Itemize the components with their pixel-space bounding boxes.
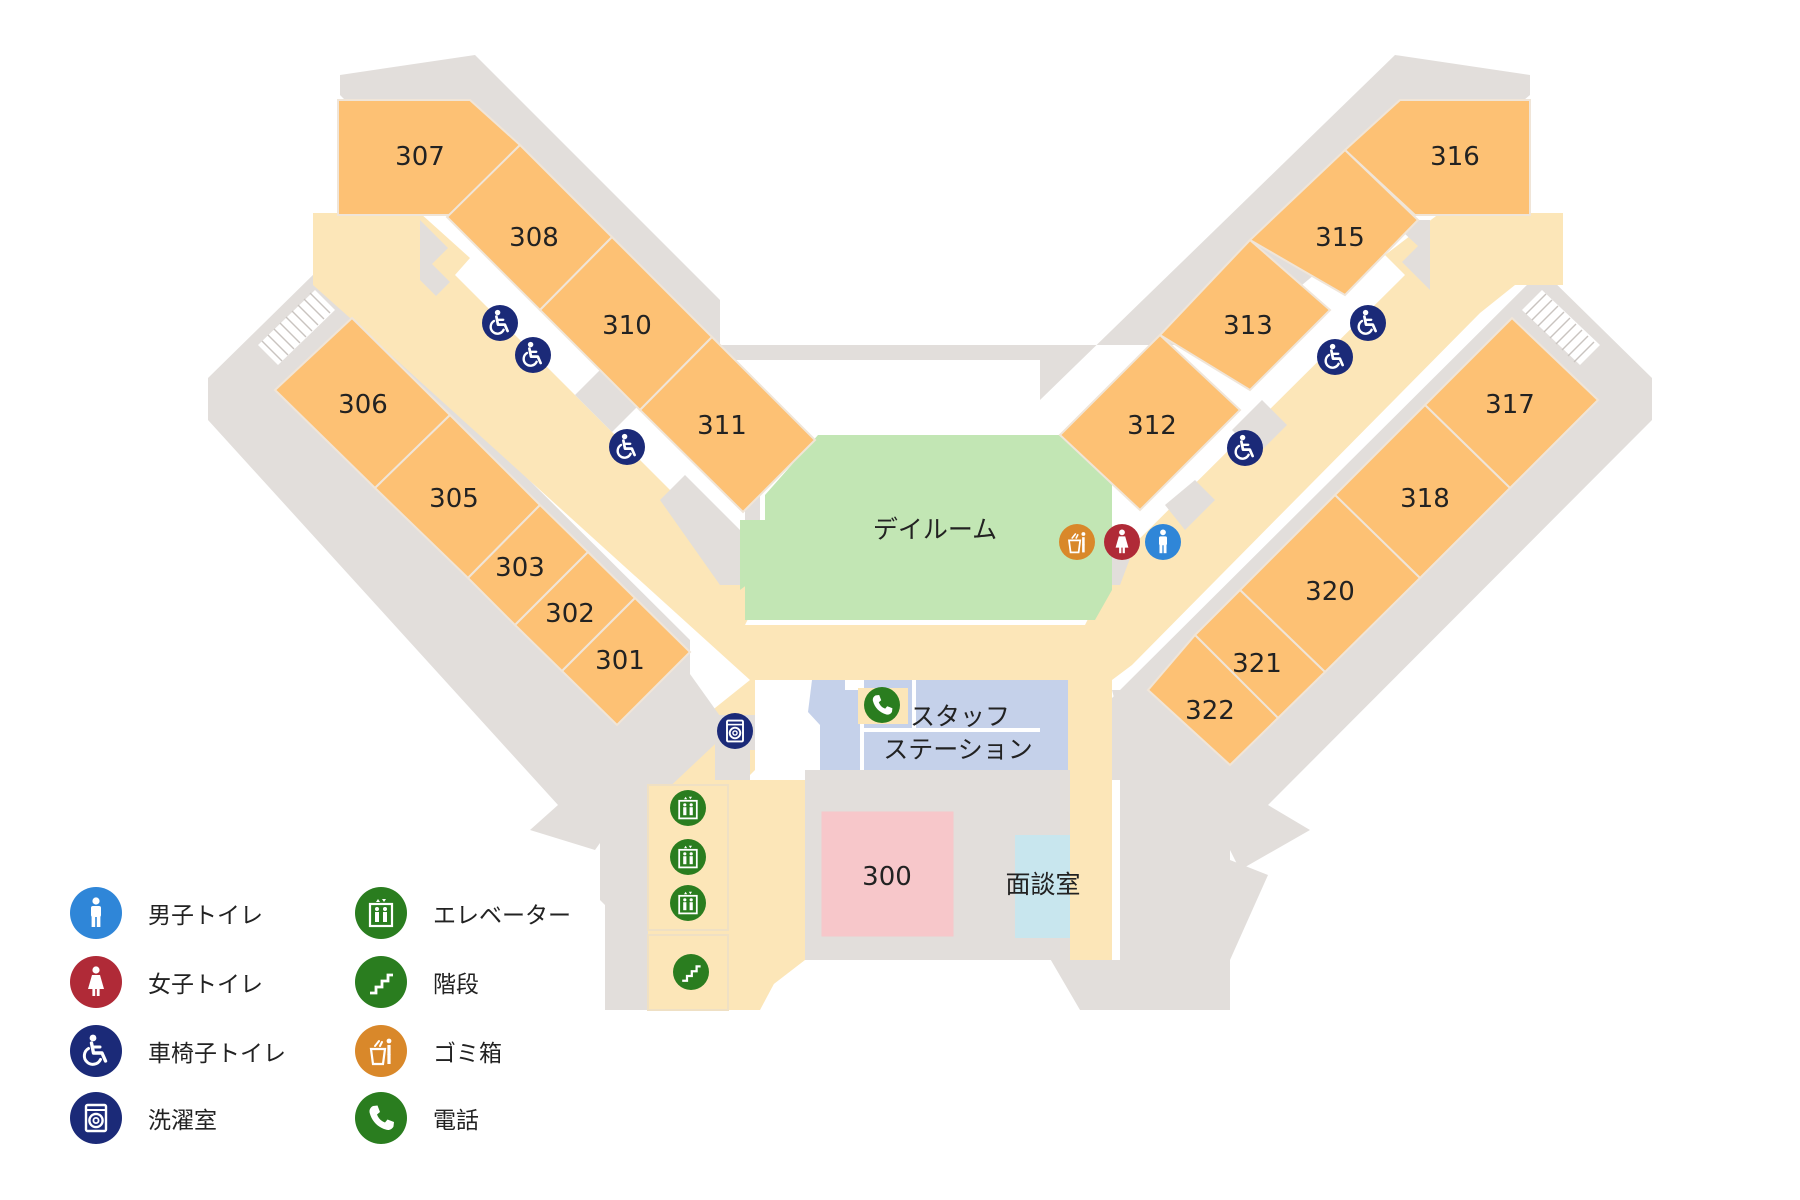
male-toilet-icon (70, 887, 122, 939)
legend-label-wheelchair-toilet: 車椅子トイレ (148, 1041, 286, 1067)
room-303[interactable]: 303 (466, 503, 590, 627)
room-307[interactable]: 307 (337, 99, 522, 216)
wheelchair-icon[interactable] (1317, 339, 1353, 375)
female-toilet-icon (70, 956, 122, 1008)
room-308-label: 308 (509, 223, 559, 253)
phone-icon[interactable] (864, 687, 900, 723)
legend-label-male-toilet: 男子トイレ (148, 903, 263, 929)
trash-icon[interactable] (1059, 524, 1095, 560)
legend-label-trash: ゴミ箱 (433, 1041, 502, 1067)
wheelchair-icon[interactable] (1227, 430, 1263, 466)
room-311[interactable]: 311 (638, 335, 817, 514)
room-301[interactable]: 301 (560, 596, 692, 727)
room-301-label: 301 (595, 646, 645, 676)
map-icons (482, 305, 1386, 990)
laundry-icon[interactable] (717, 713, 753, 749)
staff-station[interactable]: スタッフ ステーション (808, 680, 1068, 770)
legend-item-laundry: 洗濯室 (70, 1092, 217, 1144)
stairs-icon[interactable] (673, 954, 709, 990)
room-316-label: 316 (1430, 142, 1480, 172)
room-315-label: 315 (1315, 223, 1365, 253)
legend-label-female-toilet: 女子トイレ (148, 972, 263, 998)
room-320-label: 320 (1305, 577, 1355, 607)
room-303-label: 303 (495, 553, 545, 583)
room-308[interactable]: 308 (445, 143, 614, 312)
room-302[interactable]: 302 (513, 550, 637, 673)
patient-rooms: 307 308 310 311 306 305 303 302 (273, 99, 1600, 767)
room-317-label: 317 (1485, 390, 1535, 420)
legend-item-male-toilet: 男子トイレ (70, 887, 263, 939)
legend: 男子トイレ 女子トイレ 車椅子トイレ 洗濯室 エレベーター 階段 ゴミ箱 (70, 875, 630, 1175)
elevator-icon[interactable] (670, 885, 706, 921)
room-317[interactable]: 317 (1423, 316, 1600, 490)
day-room[interactable]: デイルーム (740, 435, 1112, 620)
legend-item-trash: ゴミ箱 (355, 1025, 502, 1077)
room-313[interactable]: 313 (1158, 238, 1332, 392)
legend-label-stairs: 階段 (433, 972, 479, 998)
phone-icon (355, 1092, 407, 1144)
wheelchair-icon[interactable] (609, 429, 645, 465)
legend-item-phone: 電話 (355, 1092, 479, 1144)
legend-label-elevator: エレベーター (433, 903, 571, 929)
room-307-label: 307 (395, 142, 445, 172)
room-312[interactable]: 312 (1058, 333, 1242, 512)
female-toilet-icon[interactable] (1104, 524, 1140, 560)
stairs-icon (355, 956, 407, 1008)
wheelchair-icon[interactable] (1350, 305, 1386, 341)
day-room-label: デイルーム (873, 515, 997, 544)
interview-room[interactable]: 面談室 (1005, 835, 1081, 938)
elevator-icon[interactable] (670, 790, 706, 826)
legend-label-phone: 電話 (433, 1108, 479, 1134)
room-321-label: 321 (1232, 649, 1282, 679)
room-316[interactable]: 316 (1343, 99, 1531, 216)
laundry-icon (70, 1092, 122, 1144)
room-306-label: 306 (338, 390, 388, 420)
room-315[interactable]: 315 (1248, 148, 1420, 297)
room-322[interactable]: 322 (1146, 633, 1280, 767)
wheelchair-icon[interactable] (515, 337, 551, 373)
wheelchair-icon[interactable] (482, 305, 518, 341)
room-311-label: 311 (697, 411, 747, 441)
wheelchair-toilet-icon (70, 1025, 122, 1077)
room-305-label: 305 (429, 484, 479, 514)
elevator-icon (355, 887, 407, 939)
trash-icon (355, 1025, 407, 1077)
legend-item-stairs: 階段 (355, 956, 479, 1008)
room-310-label: 310 (602, 311, 652, 341)
room-312-label: 312 (1127, 411, 1177, 441)
legend-label-laundry: 洗濯室 (148, 1108, 217, 1134)
room-300-label: 300 (862, 862, 912, 892)
staff-station-label-line1: スタッフ (910, 702, 1010, 731)
stair-strip-left (258, 290, 335, 365)
room-300[interactable]: 300 (818, 808, 957, 940)
legend-item-female-toilet: 女子トイレ (70, 956, 263, 1008)
room-302-label: 302 (545, 599, 595, 629)
elevator-icon[interactable] (670, 839, 706, 875)
room-313-label: 313 (1223, 311, 1273, 341)
staff-station-label-line2: ステーション (883, 735, 1033, 764)
male-toilet-icon[interactable] (1145, 524, 1181, 560)
legend-item-elevator: エレベーター (355, 887, 571, 939)
room-322-label: 322 (1185, 696, 1235, 726)
room-310[interactable]: 310 (538, 235, 714, 412)
interview-room-label: 面談室 (1005, 870, 1080, 899)
stair-strip-right (1522, 290, 1600, 365)
room-318-label: 318 (1400, 484, 1450, 514)
legend-item-wheelchair-toilet: 車椅子トイレ (70, 1025, 286, 1077)
